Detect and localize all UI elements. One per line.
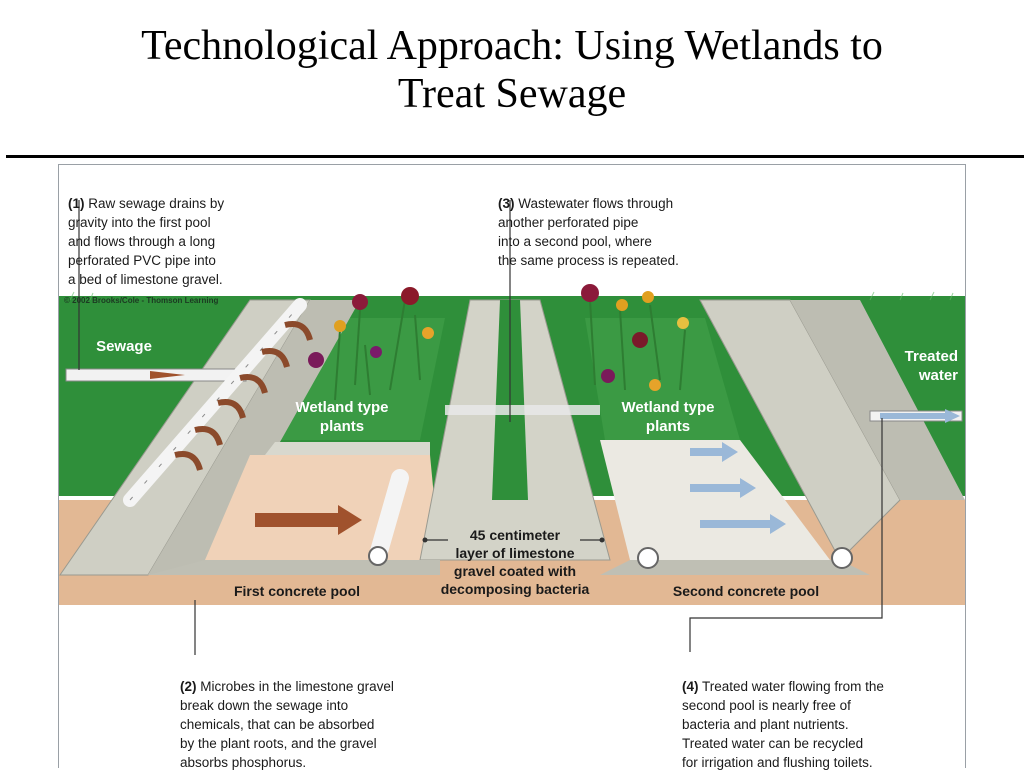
slide-title-line-2: Treat Sewage: [397, 71, 627, 117]
step-1-text: Raw sewage drains by gravity into the fi…: [68, 196, 225, 287]
treated-water-label: Treated water: [904, 348, 958, 384]
second-pool-pipe-right: [831, 547, 853, 569]
first-pool-label: First concrete pool: [233, 583, 361, 599]
step-2-number: (2): [180, 679, 197, 694]
wetland-plants-right: [581, 284, 689, 391]
step-2-note: (2) Microbes in the limestone gravel bre…: [180, 658, 460, 772]
second-pool-wetland: [585, 318, 740, 440]
sewage-label: Sewage: [96, 338, 152, 355]
title-rule: [6, 155, 1024, 158]
treated-flow-arrows: [690, 442, 786, 534]
wetland-plants-left-label: Wetland type plants: [295, 399, 389, 435]
step-4-note: (4) Treated water flowing from the secon…: [682, 658, 952, 772]
callout-leaders: [78, 200, 883, 655]
limestone-layer-label: 45 centimeter layer of limestone gravel …: [440, 527, 590, 597]
wetland-plants-right-label: Wetland type plants: [621, 399, 715, 435]
second-pool-edge: [600, 560, 870, 575]
second-pool-pipe-left: [637, 547, 659, 569]
first-pool-rim: [265, 442, 430, 455]
leader-dot-right: [599, 537, 605, 543]
connecting-pipe-end: [368, 546, 388, 566]
second-pool-label: Second concrete pool: [672, 583, 820, 599]
right-wall-slope: [790, 300, 965, 500]
slide-title: Technological Approach: Using Wetlands t…: [0, 22, 1024, 118]
slide-title-line-1: Technological Approach: Using Wetlands t…: [141, 23, 883, 69]
copyright-notice: © 2002 Brooks/Cole - Thomson Learning: [64, 296, 219, 305]
wetland-plants-left: [308, 287, 434, 401]
left-wall-slope: [148, 300, 360, 575]
step-3-number: (3): [498, 196, 515, 211]
first-pool-flow-arrow: [255, 505, 362, 535]
first-pool-edge: [148, 560, 440, 575]
perforated-pvc-pipe: [123, 298, 307, 507]
step-4-number: (4): [682, 679, 699, 694]
connecting-pipe: [369, 469, 409, 564]
step-1-note: (1) Raw sewage drains by gravity into th…: [68, 175, 298, 289]
step-3-note: (3) Wastewater flows through another per…: [498, 175, 758, 270]
pipe-outflow-arrows: [174, 321, 313, 471]
treated-water-arrow: [880, 409, 960, 423]
sewage-flow-arrow: [150, 371, 185, 379]
step-3-text: Wastewater flows through another perfora…: [498, 196, 679, 268]
step-2-text: Microbes in the limestone gravel break d…: [180, 679, 394, 770]
step-4-text: Treated water flowing from the second po…: [682, 679, 884, 770]
leader-dot-left: [422, 537, 428, 543]
grass-texture: [69, 291, 954, 301]
step-1-number: (1): [68, 196, 85, 211]
